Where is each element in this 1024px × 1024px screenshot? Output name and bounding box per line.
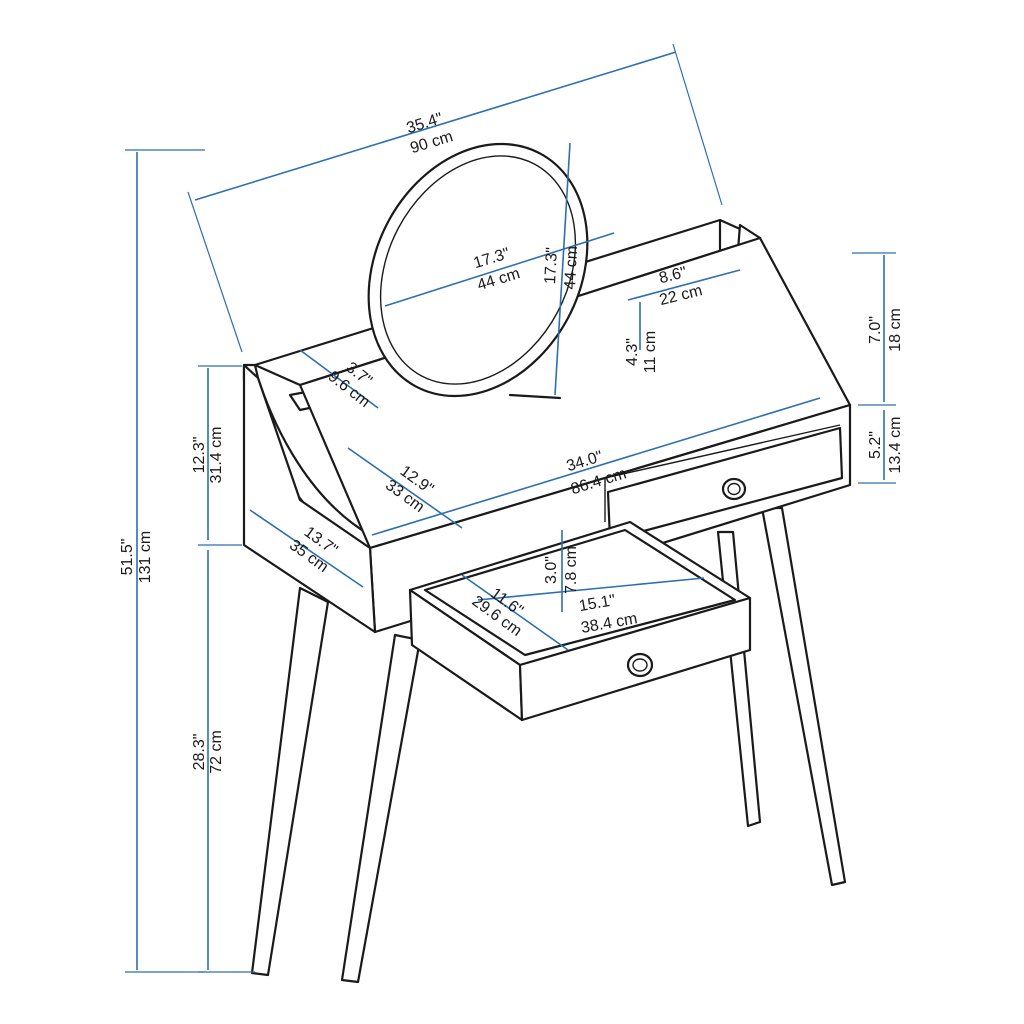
desktop-depth-line — [347, 447, 463, 529]
front-leg-right — [340, 633, 422, 984]
right-shelf-depth-imperial: 8.6" — [657, 264, 688, 287]
round-mirror — [367, 142, 589, 400]
desktop-width-line — [371, 397, 821, 536]
top-height-metric: 13.4 cm — [887, 417, 904, 474]
overall-height-imperial: 51.5" — [119, 539, 136, 576]
side-panel-height-metric: 31.4 cm — [208, 427, 225, 484]
hutch-height-imperial: 7.0" — [867, 316, 884, 344]
right-shelf-depth-line — [627, 269, 741, 301]
drawer-width-line — [477, 577, 705, 601]
back-leg-right — [760, 506, 847, 887]
top-height-imperial: 5.2" — [867, 431, 884, 459]
mirror-height-line — [554, 142, 571, 396]
mirror-width-line — [384, 232, 615, 307]
leg-height-metric: 72 cm — [208, 730, 225, 774]
shelf-gap-metric: 11 cm — [642, 331, 659, 373]
drawer-height-metric: 7.8 cm — [563, 546, 580, 594]
left-side-panel — [242, 363, 377, 634]
mirror-height-metric: 44 cm — [562, 246, 581, 290]
total-depth-line — [249, 509, 364, 588]
left-shelf-depth-line — [299, 349, 379, 409]
drawer-height-imperial: 3.0" — [543, 556, 560, 584]
side-panel-height-imperial: 12.3" — [191, 437, 208, 474]
overall-height-metric: 131 cm — [137, 531, 154, 583]
leg-height-imperial: 28.3" — [191, 734, 208, 771]
dimension-lines — [125, 43, 896, 973]
hutch-height-metric: 18 cm — [887, 308, 904, 352]
drawer-width-imperial: 15.1" — [578, 592, 617, 615]
back-leg-left — [716, 530, 762, 828]
mirror-height-imperial: 17.3" — [542, 247, 561, 285]
vanity-table-drawing — [242, 142, 852, 984]
overall-width-line — [194, 51, 677, 201]
closed-drawer — [606, 426, 844, 542]
drawer-depth-line — [461, 574, 569, 651]
open-drawer — [408, 520, 752, 722]
shelf-gap-imperial: 4.3" — [624, 338, 641, 366]
front-leg-left — [250, 586, 330, 977]
